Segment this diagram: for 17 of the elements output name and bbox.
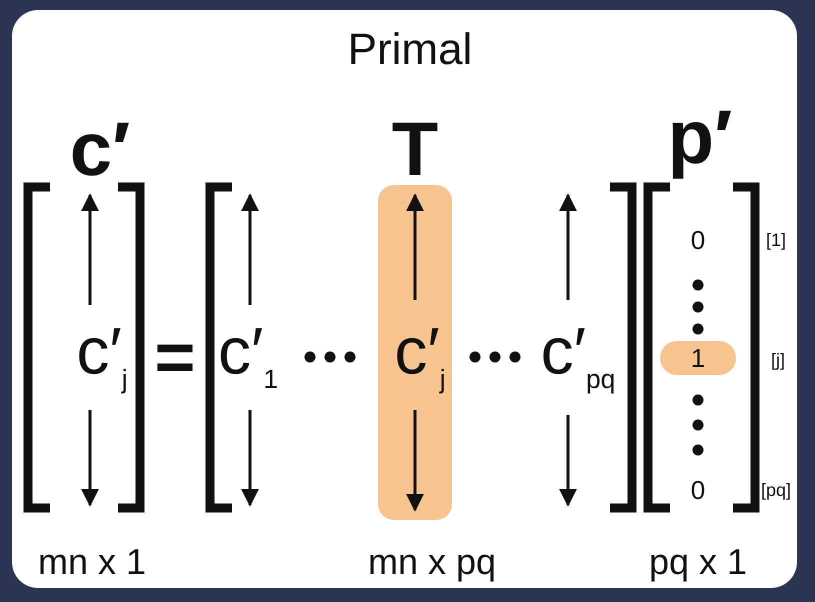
column-entry: c′$_{1}$: [218, 318, 278, 392]
dimension-label: pq x 1: [648, 544, 748, 580]
vector-entry: 0: [690, 477, 706, 503]
matrix-name: T: [392, 112, 438, 188]
vector-entry: 1: [690, 345, 706, 371]
vector-entry: 0: [690, 227, 706, 253]
column-entry: c′$_{j}$: [394, 318, 446, 392]
dimension-label: mn x 1: [38, 544, 146, 580]
column-entry: c′$_{pq}$: [540, 318, 616, 392]
index-label: [j]: [771, 351, 785, 369]
dimension-label: mn x pq: [368, 544, 496, 580]
index-label: [pq]: [760, 481, 792, 499]
vector-name: c′: [70, 112, 130, 188]
equals-sign: =: [154, 322, 196, 392]
index-label: [1]: [766, 231, 786, 249]
vector-entry: c′$_{j}$: [76, 318, 128, 392]
title: Primal: [348, 28, 472, 72]
